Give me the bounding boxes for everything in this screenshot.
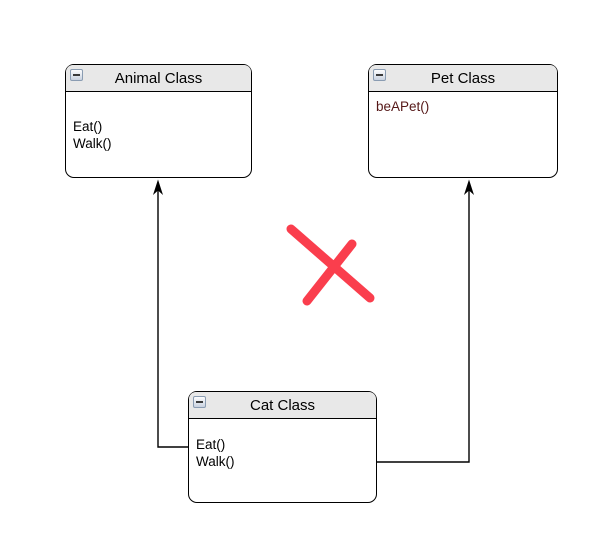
minus-glyph	[376, 74, 383, 76]
collapse-minus-icon[interactable]	[193, 396, 206, 408]
arrow-cat-to-pet[interactable]	[377, 179, 474, 463]
method-label: Eat()	[73, 119, 103, 134]
arrowhead-up-icon	[153, 179, 163, 195]
method-label: Walk()	[73, 136, 112, 151]
class-body: beAPet()	[369, 92, 557, 115]
method-label: Walk()	[196, 454, 235, 469]
method-label: beAPet()	[376, 99, 430, 114]
class-header: Animal Class	[66, 65, 251, 92]
class-header: Pet Class	[369, 65, 557, 92]
class-title: Animal Class	[114, 70, 203, 87]
class-title: Pet Class	[430, 70, 496, 87]
cross-stroke-1	[286, 224, 375, 303]
arrowhead-up-icon	[464, 179, 474, 195]
class-header: Cat Class	[189, 392, 376, 419]
method-label: Eat()	[196, 437, 226, 452]
class-title: Cat Class	[249, 397, 316, 414]
class-box-animal[interactable]: Animal Class Eat() Walk()	[65, 64, 252, 178]
red-cross-annotation[interactable]	[286, 224, 375, 306]
arrow-cat-to-animal[interactable]	[153, 179, 188, 448]
class-body: Eat() Walk()	[66, 92, 251, 152]
minus-glyph	[73, 74, 80, 76]
collapse-minus-icon[interactable]	[373, 69, 386, 81]
class-box-cat[interactable]: Cat Class Eat() Walk()	[188, 391, 377, 503]
arrow-cat-to-animal-line[interactable]	[157, 190, 188, 448]
minus-glyph	[196, 401, 203, 403]
cross-stroke-2	[302, 239, 357, 306]
class-body: Eat() Walk()	[189, 419, 376, 470]
arrow-cat-to-pet-line[interactable]	[377, 190, 470, 463]
collapse-minus-icon[interactable]	[70, 69, 83, 81]
class-box-pet[interactable]: Pet Class beAPet()	[368, 64, 558, 178]
